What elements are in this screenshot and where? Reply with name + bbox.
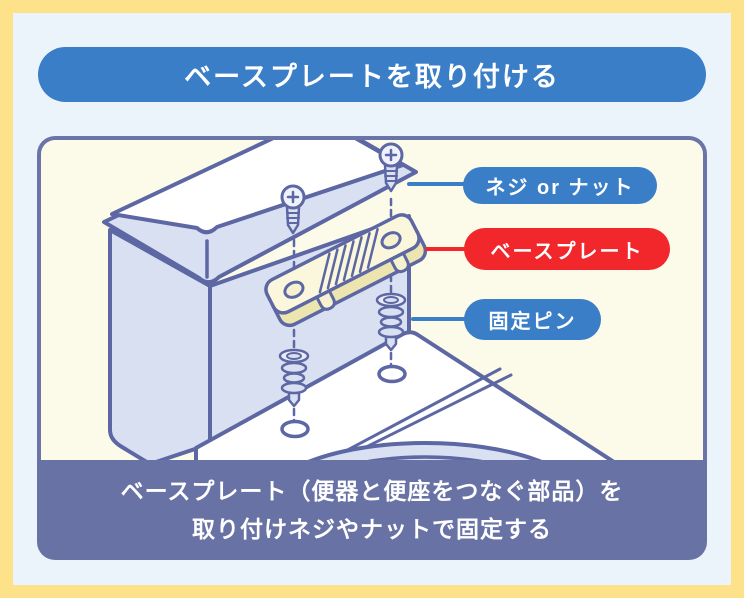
bowl-hole-right: [377, 364, 407, 384]
label-base-plate-text: ベースプレート: [490, 240, 644, 263]
seat-opening: [307, 441, 543, 460]
label-fixing-pin-text: 固定ピン: [488, 311, 577, 333]
toilet-illustration: [102, 140, 615, 460]
label-screw-or-nut-text: ネジ or ナット: [485, 177, 635, 199]
label-base-plate: ベースプレート: [464, 228, 670, 270]
caption-bar: ベースプレート（便器と便座をつなぐ部品）を 取り付けネジやナットで固定する: [37, 460, 707, 560]
tank-lid: [102, 140, 418, 285]
label-fixing-pin: 固定ピン: [464, 299, 601, 340]
label-screw-or-nut: ネジ or ナット: [463, 167, 657, 204]
fixing-pin-right: [375, 292, 407, 352]
caption-line-1: ベースプレート（便器と便座をつなぐ部品）を: [120, 478, 624, 504]
base-plate-part: [264, 213, 428, 328]
screw-left: [280, 184, 306, 235]
page-title-text: ベースプレートを取り付ける: [184, 62, 560, 92]
page-title: ベースプレートを取り付ける: [38, 47, 706, 102]
page-background: ベースプレートを取り付ける: [13, 13, 731, 585]
fixing-pin-left: [278, 348, 310, 408]
bowl-hole-left: [280, 419, 310, 439]
caption-line-2: 取り付けネジやナットで固定する: [192, 516, 552, 542]
screw-right: [378, 142, 404, 193]
